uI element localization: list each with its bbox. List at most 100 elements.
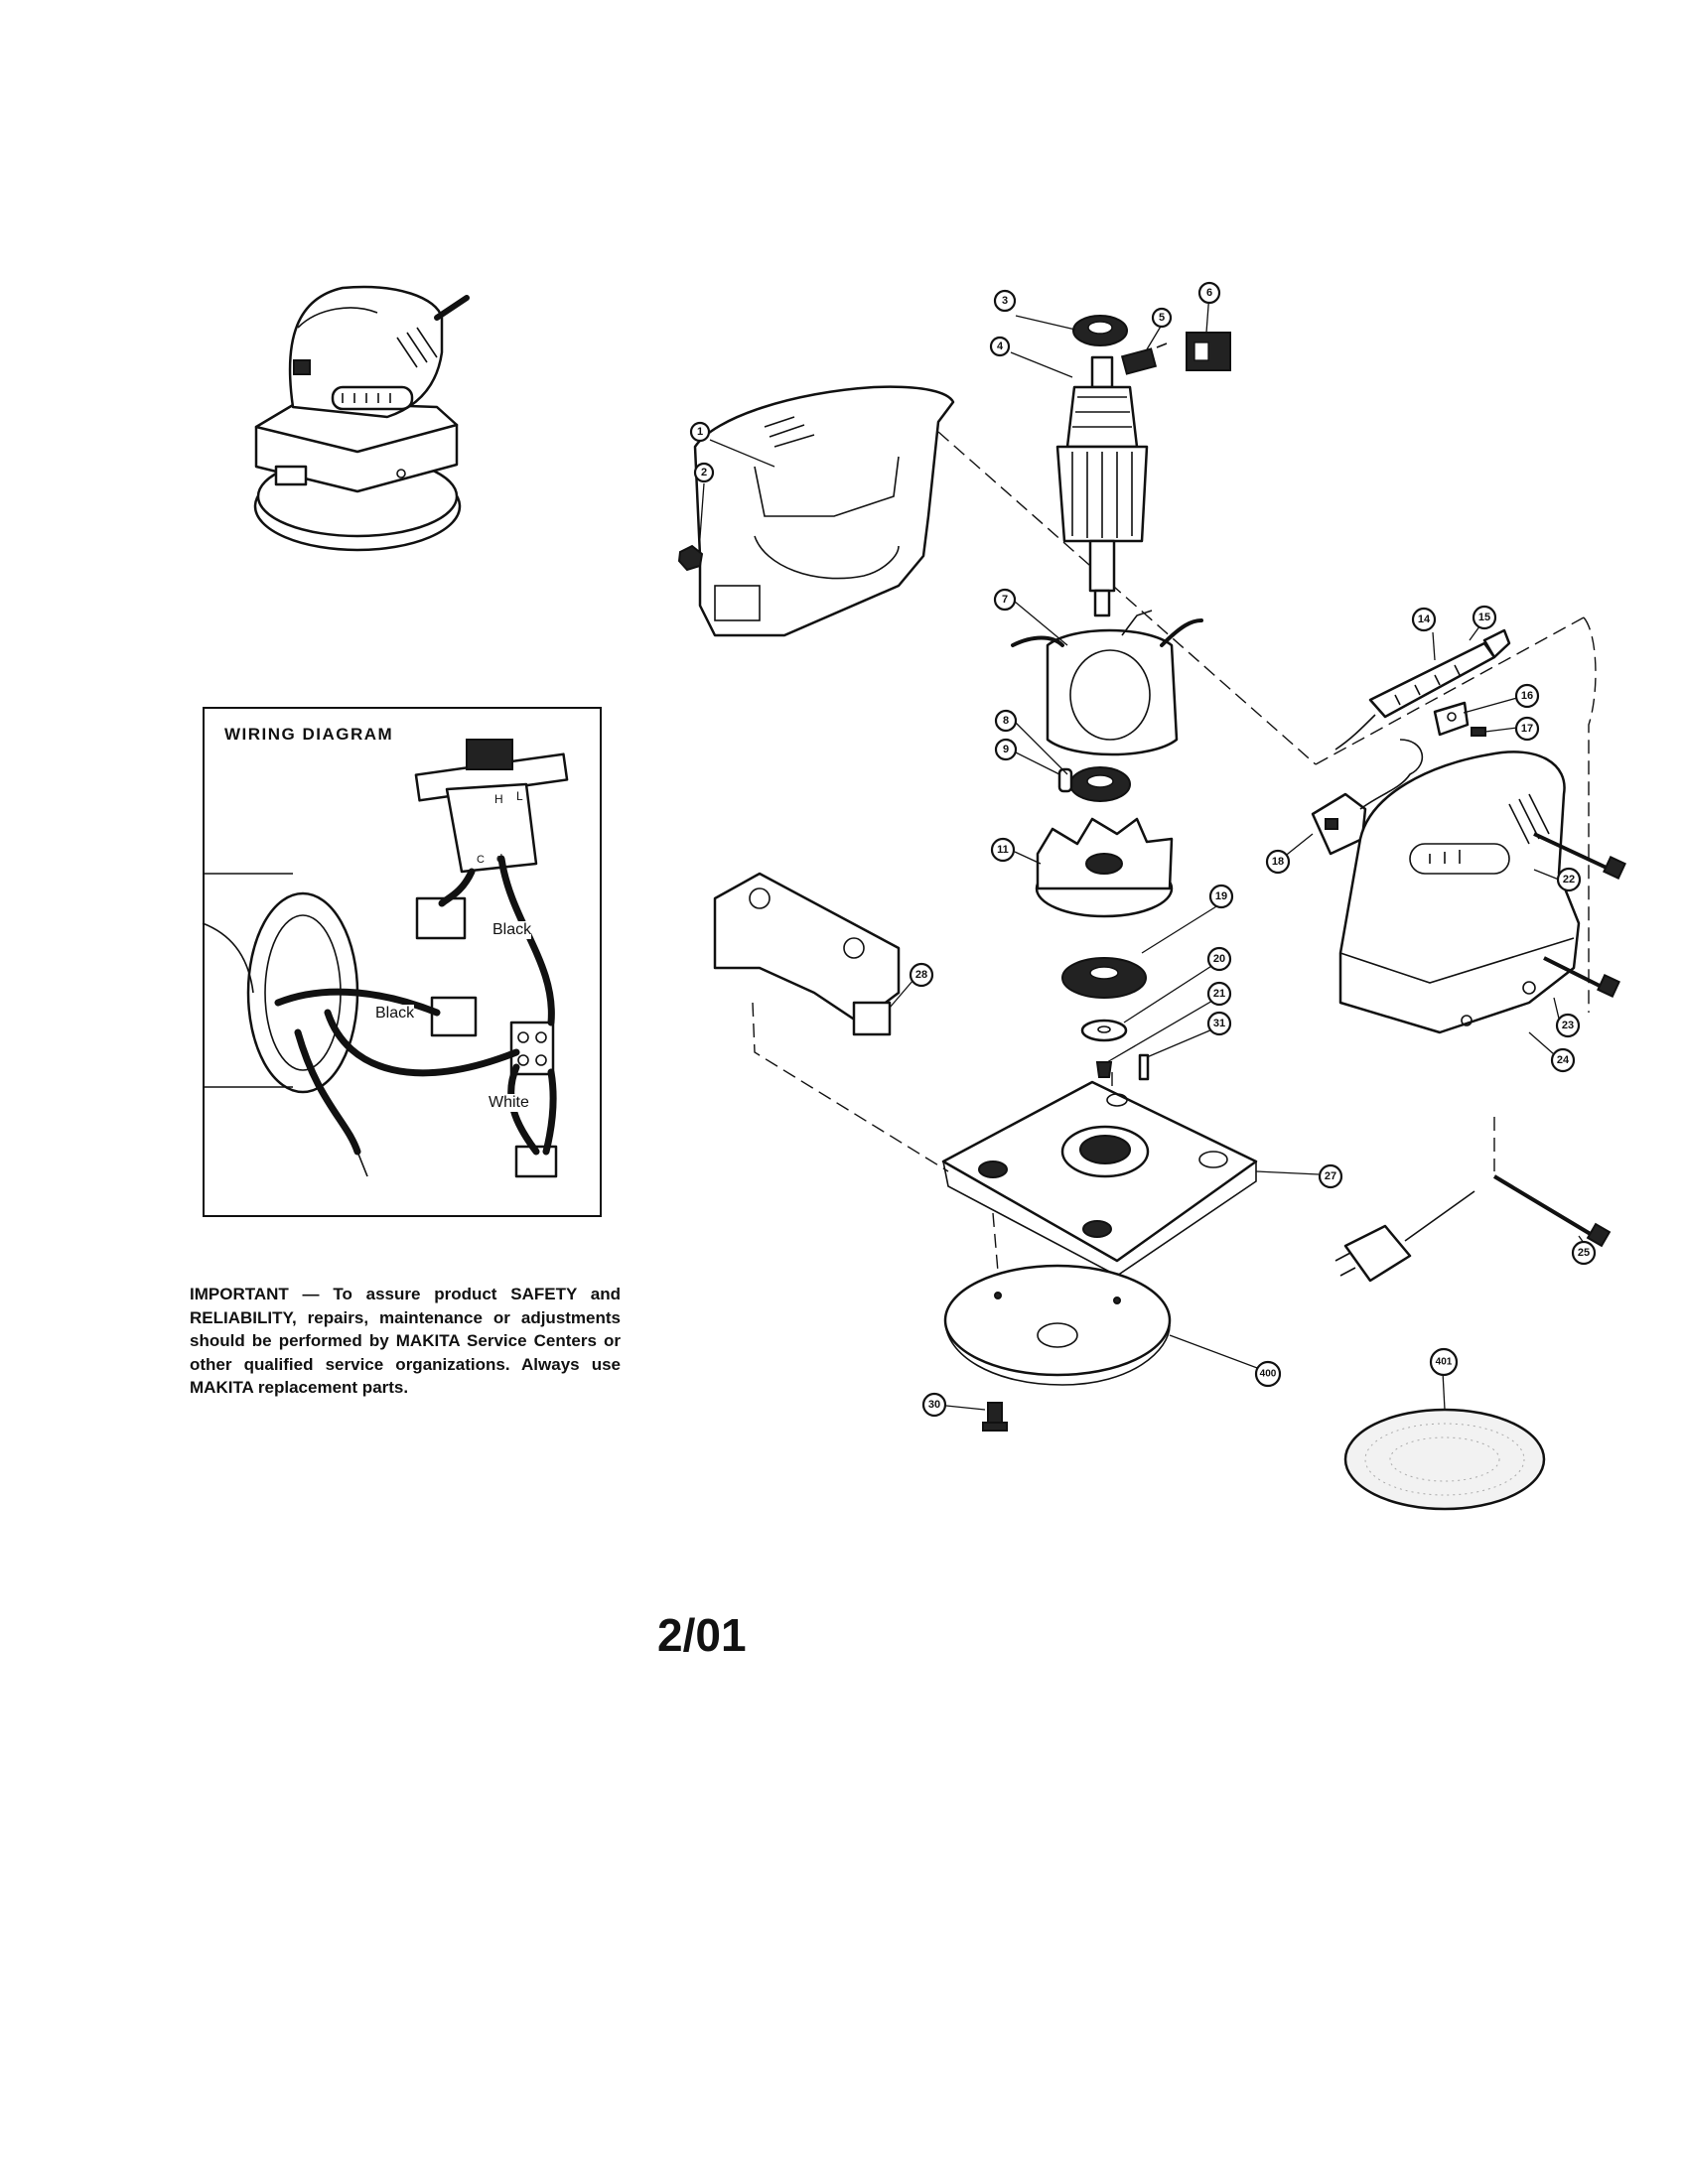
power-plug [1334, 1190, 1475, 1283]
svg-text:20: 20 [1213, 953, 1225, 965]
callout-21: 21 [1206, 981, 1232, 1007]
part-23-screw [1543, 956, 1620, 998]
svg-text:7: 7 [1002, 594, 1008, 606]
svg-text:4: 4 [997, 341, 1004, 352]
part-6-brush-holder [1186, 332, 1231, 371]
part-5-carbon-brush [1120, 342, 1168, 375]
svg-text:22: 22 [1563, 874, 1575, 886]
leader-lines [698, 292, 1585, 1411]
important-safety-note: IMPORTANT — To assure product SAFETY and… [190, 1285, 621, 1397]
callout-15: 15 [1472, 605, 1497, 630]
svg-text:16: 16 [1521, 690, 1533, 702]
switch-label-h: H [494, 792, 503, 806]
part-28-bracket [713, 872, 901, 1036]
part-14-cord-guard [1334, 628, 1511, 751]
part-18-switch [1311, 739, 1424, 856]
svg-text:23: 23 [1562, 1020, 1574, 1031]
callout-19: 19 [1208, 884, 1234, 909]
part-20-washer [1080, 1019, 1128, 1042]
part-25-screw [1492, 1174, 1612, 1248]
callout-28: 28 [909, 962, 934, 988]
callout-16: 16 [1514, 683, 1540, 709]
terminal-label-c: C [477, 854, 485, 866]
callout-2: 2 [693, 462, 715, 483]
part-401-abrasive-disc [1343, 1408, 1546, 1511]
part-2-nut [677, 544, 704, 572]
svg-text:27: 27 [1325, 1170, 1336, 1182]
part-17-screw [1471, 727, 1486, 737]
svg-text:17: 17 [1521, 723, 1533, 735]
svg-text:11: 11 [997, 844, 1009, 856]
callout-401: 401 [1429, 1347, 1459, 1377]
svg-text:400: 400 [1260, 1369, 1277, 1380]
callout-6: 6 [1197, 281, 1221, 305]
part-24-housing-right [1338, 751, 1581, 1034]
svg-text:2: 2 [701, 467, 707, 478]
svg-text:14: 14 [1418, 614, 1431, 625]
part-30-screw [982, 1402, 1008, 1432]
part-7-field [1011, 610, 1203, 756]
svg-text:28: 28 [915, 969, 927, 981]
switch-label-l: L [516, 789, 523, 803]
part-4-armature [1055, 355, 1149, 617]
wire-label-black-top: Black [492, 921, 532, 939]
svg-text:24: 24 [1557, 1054, 1570, 1066]
sander-thumbnail [253, 285, 470, 552]
callout-4: 4 [989, 336, 1011, 357]
callout-27: 27 [1318, 1163, 1343, 1189]
callout-17: 17 [1514, 716, 1540, 742]
callout-11: 11 [990, 837, 1016, 863]
svg-text:8: 8 [1003, 715, 1009, 727]
svg-text:19: 19 [1215, 890, 1227, 902]
callout-1: 1 [689, 421, 711, 443]
svg-text:18: 18 [1272, 856, 1284, 868]
svg-text:1: 1 [697, 426, 703, 438]
part-9-pin [1057, 767, 1073, 793]
revision-date: 2/01 [657, 1609, 747, 1661]
wire-label-white: White [489, 1094, 529, 1112]
callout-30: 30 [921, 1392, 947, 1418]
svg-text:3: 3 [1002, 295, 1008, 307]
part-19-bearing [1061, 957, 1147, 999]
svg-text:15: 15 [1478, 612, 1490, 623]
svg-text:25: 25 [1578, 1247, 1590, 1259]
callout-400: 400 [1254, 1360, 1282, 1388]
svg-text:31: 31 [1213, 1018, 1225, 1029]
terminal-label-d: d [496, 853, 503, 865]
svg-text:21: 21 [1213, 988, 1225, 1000]
callout-31: 31 [1206, 1011, 1232, 1036]
part-3-bearing [1072, 315, 1128, 346]
wiring-diagram-title: WIRING DIAGRAM [224, 725, 394, 744]
part-31-pin [1138, 1053, 1150, 1081]
callout-9: 9 [994, 738, 1018, 761]
part-1-housing-left [693, 385, 955, 637]
part-21-screw [1095, 1061, 1113, 1078]
callout-8: 8 [994, 709, 1018, 733]
callout-7: 7 [993, 588, 1017, 612]
part-27-base [941, 1080, 1258, 1277]
callout-24: 24 [1550, 1047, 1576, 1073]
callout-18: 18 [1265, 849, 1291, 875]
wire-label-black-left: Black [375, 1005, 415, 1023]
part-22-screw [1533, 832, 1626, 880]
part-400-pad [943, 1264, 1172, 1386]
callout-14: 14 [1411, 607, 1437, 632]
part-8-bearing [1069, 766, 1131, 802]
callout-25: 25 [1571, 1240, 1597, 1266]
callout-23: 23 [1555, 1013, 1581, 1038]
callout-3: 3 [993, 289, 1017, 313]
svg-text:9: 9 [1003, 744, 1009, 755]
svg-text:401: 401 [1436, 1357, 1453, 1368]
wiring-diagram-panel [203, 707, 602, 1217]
callout-5: 5 [1151, 307, 1173, 329]
svg-text:6: 6 [1206, 287, 1212, 299]
svg-text:5: 5 [1159, 312, 1165, 324]
callout-22: 22 [1556, 867, 1582, 892]
callout-20: 20 [1206, 946, 1232, 972]
svg-text:30: 30 [928, 1399, 940, 1411]
part-16-cord-clamp [1433, 701, 1470, 737]
part-11-fan [1035, 817, 1174, 918]
